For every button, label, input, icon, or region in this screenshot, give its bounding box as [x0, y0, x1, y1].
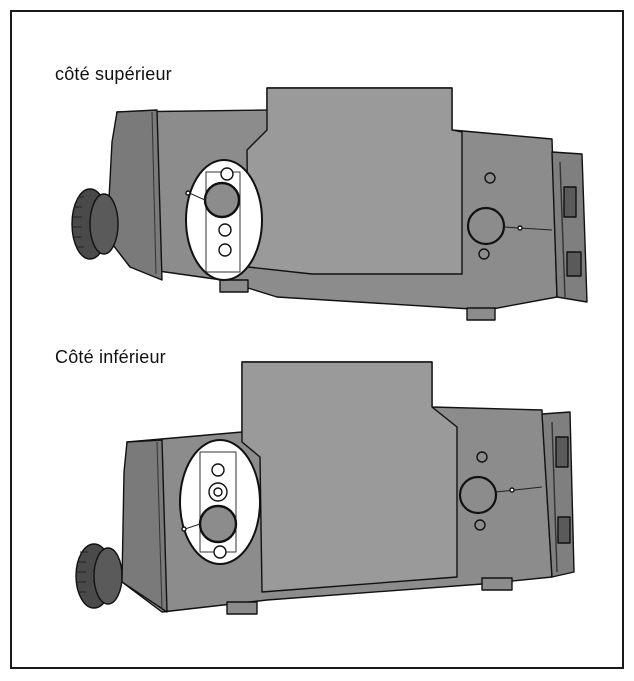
figure-frame: côté supérieur Côté inférieur — [10, 10, 624, 669]
central-raised-block — [246, 87, 463, 275]
mounting-boss-right-bottom — [458, 475, 498, 515]
device-top-view — [71, 87, 588, 321]
mounting-boss-bottom — [198, 504, 238, 544]
focus-knob — [75, 543, 123, 609]
central-raised-block — [241, 361, 458, 593]
bottom-side-label: Côté inférieur — [55, 347, 166, 367]
device-front-face — [106, 109, 163, 281]
foot-left — [219, 279, 249, 293]
foot-right — [481, 577, 513, 591]
foot-left — [226, 601, 258, 615]
device-front-face — [121, 439, 168, 613]
foot-right — [466, 307, 496, 321]
mounting-boss-right-top — [466, 206, 506, 246]
top-side-label: côté supérieur — [55, 64, 172, 84]
device-bottom-view — [75, 361, 575, 615]
